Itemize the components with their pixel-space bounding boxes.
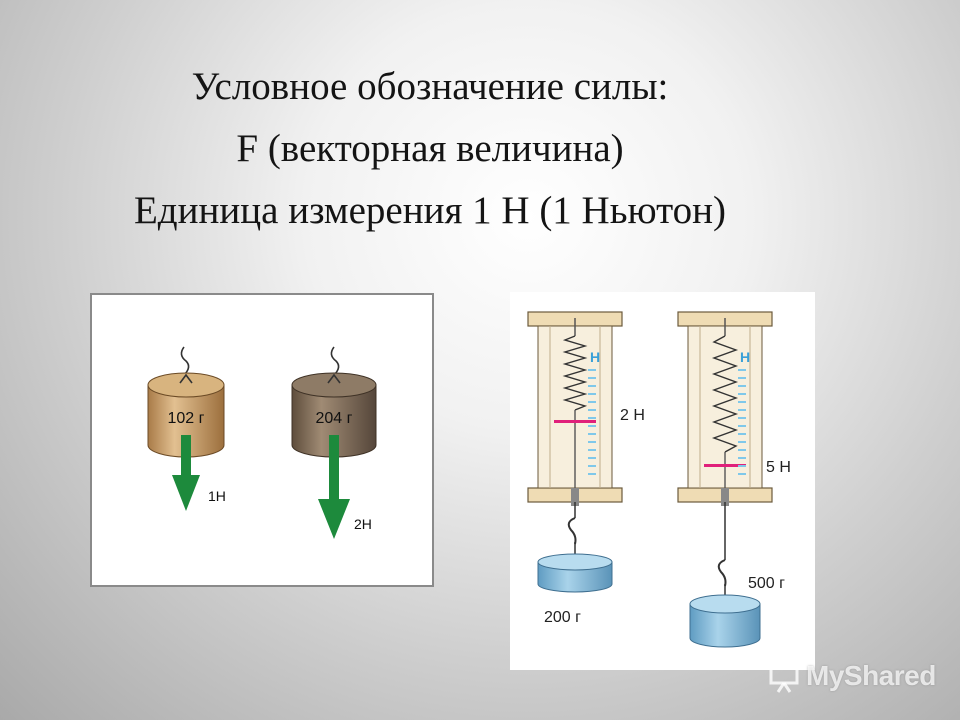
slide-title: Условное обозначение силы: F (векторная …	[0, 56, 860, 242]
spring-scales-figure: Н 2 Н 200 г	[510, 292, 815, 670]
force-2-label: 2Н	[354, 516, 372, 532]
pointer-2	[704, 464, 746, 467]
spring-scales-illustration: Н 2 Н 200 г	[527, 311, 791, 648]
myshared-logo: MyShared	[768, 656, 936, 696]
spring-scale-1: Н 2 Н 200 г	[527, 311, 645, 626]
scale-1-unit: Н	[590, 349, 600, 365]
title-line-2: F (векторная величина)	[236, 127, 624, 170]
weights-illustration: 102 г 1Н 204 г 2Н	[147, 346, 377, 539]
scale-2-unit: Н	[740, 349, 750, 365]
spring-2	[711, 335, 739, 453]
scale-1-reading: 2 Н	[620, 407, 645, 424]
force-arrow-1: 1Н	[172, 435, 226, 511]
scale-2-mass: 500 г	[748, 575, 785, 592]
title-line-1: Условное обозначение силы:	[191, 65, 669, 108]
hook-scale-2-icon	[717, 559, 727, 587]
logo-text: MyShared	[806, 660, 936, 691]
scale-2-reading: 5 Н	[766, 459, 791, 476]
weight-1-label: 102 г	[168, 410, 205, 427]
spring-scale-2: Н 5 Н 500 г	[677, 311, 791, 648]
weight-2: 204 г	[291, 346, 377, 458]
hook-scale-1-icon	[567, 517, 577, 545]
force-1-label: 1Н	[208, 488, 226, 504]
weight-2-label: 204 г	[316, 410, 353, 427]
title-line-3: Единица измерения 1 Н (1 Ньютон)	[133, 189, 727, 232]
weight-1: 102 г	[147, 346, 225, 458]
presentation-icon	[769, 663, 799, 693]
hook-2-icon	[330, 346, 340, 376]
spring-1	[562, 335, 588, 411]
pointer-1	[554, 420, 596, 423]
force-arrow-2: 2Н	[318, 435, 372, 539]
scale-1-mass: 200 г	[544, 609, 581, 626]
weights-figure: 102 г 1Н 204 г 2Н	[90, 293, 434, 587]
hook-1-icon	[180, 346, 190, 376]
